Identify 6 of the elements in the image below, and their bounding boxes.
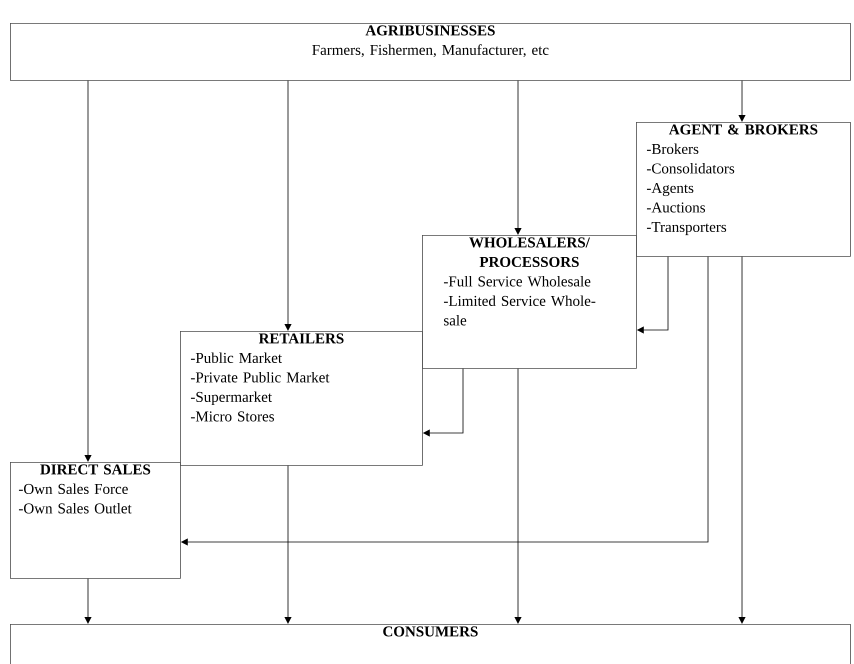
channel-box: AGENT & BROKERS -Brokers -Consolidators -Agents -Auctions -Transporters bbox=[636, 122, 851, 257]
channel-box: RETAILERS -Public Market -Private Public Market -Supermarket -Micro Stores bbox=[180, 331, 423, 466]
consumer-box: CONSUMERS bbox=[10, 624, 851, 664]
source-box: AGRIBUSINESSES Farmers, Fishermen, Manufacturer, etc bbox=[10, 23, 851, 81]
channel-box: DIRECT SALES -Own Sales Force -Own Sales Outlet bbox=[10, 462, 181, 579]
channel-box: WHOLESALERS/ PROCESSORS -Full Service Wholesale -Limited Service Whole- sale bbox=[422, 235, 637, 369]
